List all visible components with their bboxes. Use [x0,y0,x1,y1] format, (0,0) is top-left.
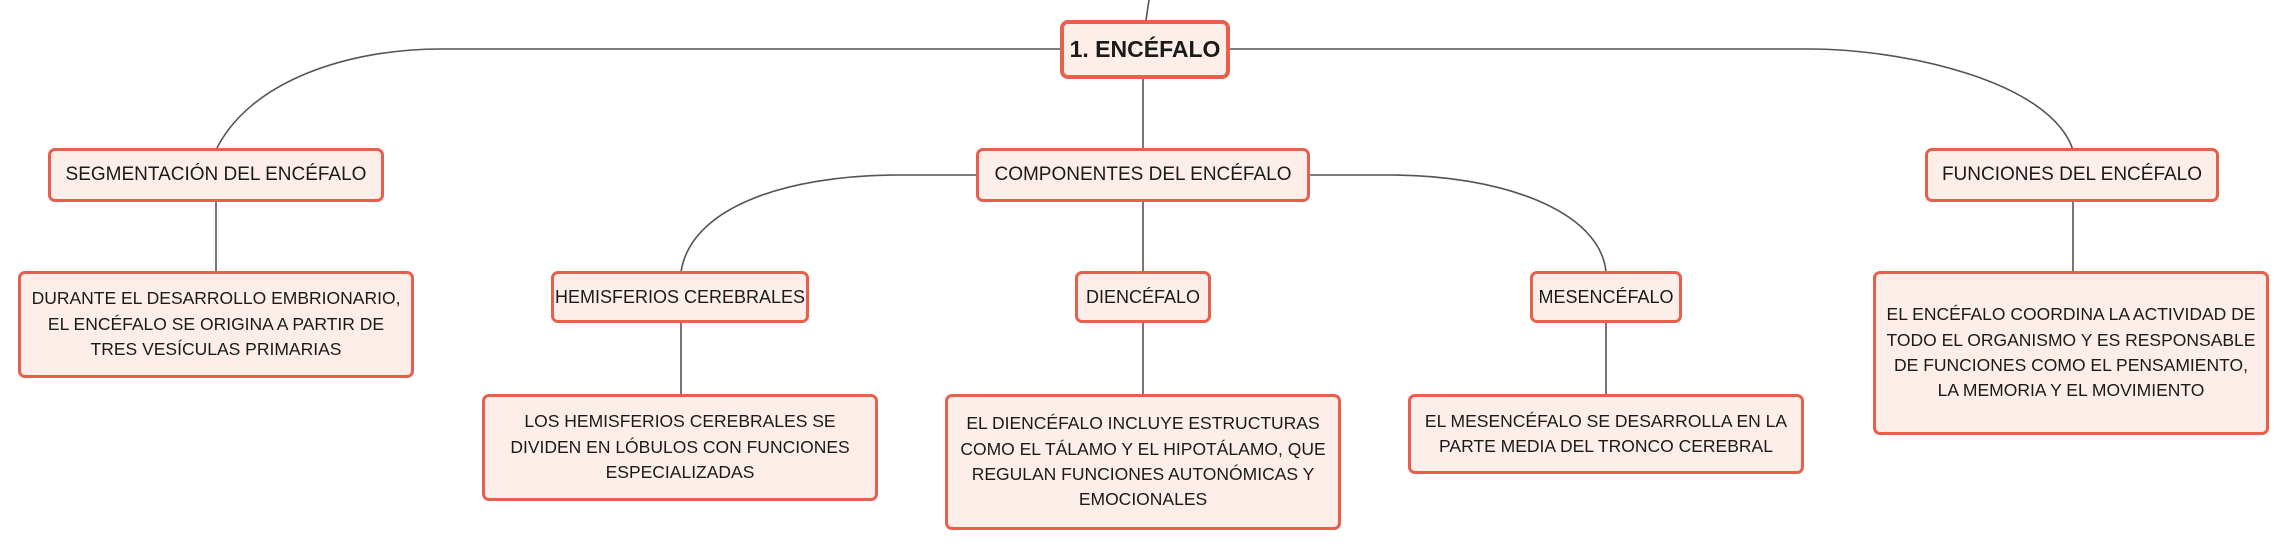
node-root-encefalo[interactable]: 1. ENCÉFALO [1060,20,1230,79]
node-funciones[interactable]: FUNCIONES DEL ENCÉFALO [1925,148,2219,202]
connector-componentes-hemisferios [680,174,976,273]
connector-parent-root [1145,0,1150,21]
node-mesencefalo-detail[interactable]: EL MESENCÉFALO SE DESARROLLA EN LA PARTE… [1408,394,1804,474]
connector-root-funciones [1228,48,2074,151]
node-mesencefalo[interactable]: MESENCÉFALO [1530,271,1682,323]
node-funciones-detail[interactable]: EL ENCÉFALO COORDINA LA ACTIVIDAD DE TOD… [1873,271,2269,435]
node-hemisferios-detail[interactable]: LOS HEMISFERIOS CEREBRALES SE DIVIDEN EN… [482,394,878,501]
node-diencefalo-detail[interactable]: EL DIENCÉFALO INCLUYE ESTRUCTURAS COMO E… [945,394,1341,530]
node-diencefalo[interactable]: DIENCÉFALO [1075,271,1211,323]
node-componentes[interactable]: COMPONENTES DEL ENCÉFALO [976,148,1310,202]
node-segmentacion-detail[interactable]: DURANTE EL DESARROLLO EMBRIONARIO, EL EN… [18,271,414,378]
node-segmentacion[interactable]: SEGMENTACIÓN DEL ENCÉFALO [48,148,384,202]
node-hemisferios[interactable]: HEMISFERIOS CEREBRALES [551,271,809,323]
connector-componentes-mesencefalo [1310,174,1607,273]
connector-root-segmentacion [215,48,1060,151]
